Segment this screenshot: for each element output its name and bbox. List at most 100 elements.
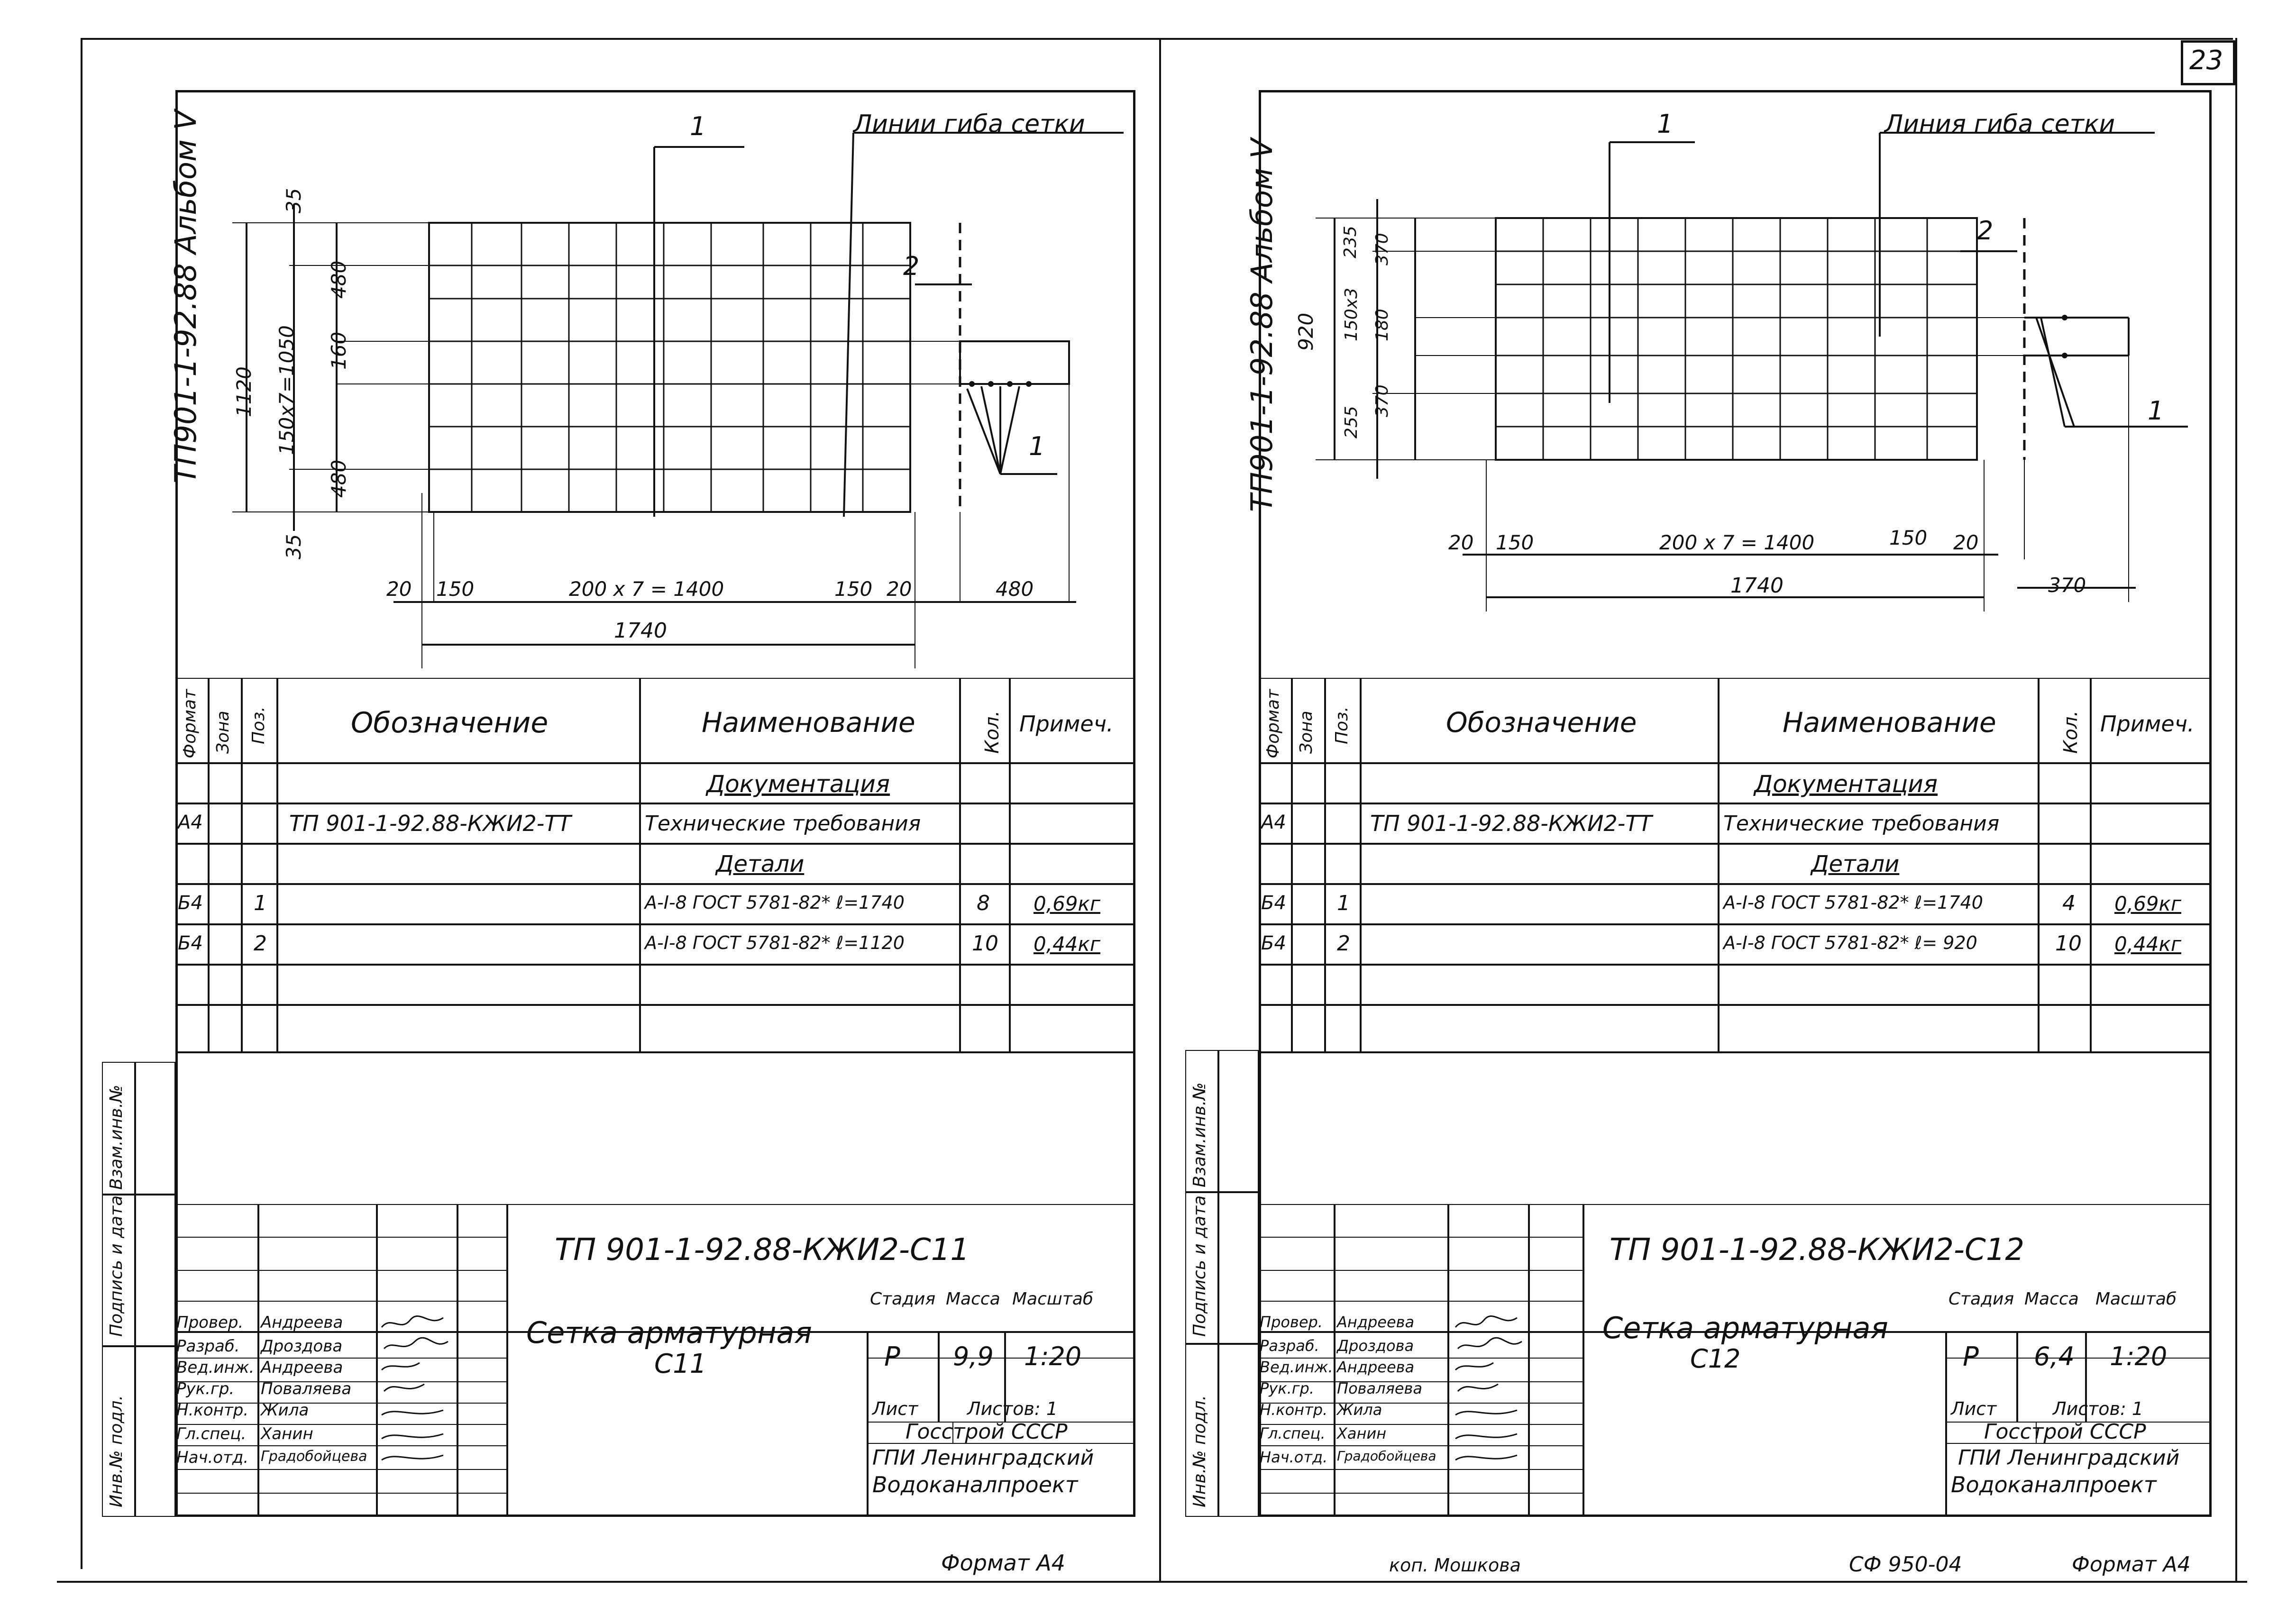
- right-spec-header-designation: Обозначение: [1446, 706, 1637, 739]
- left-spec-row4-fmt: Б4: [178, 932, 203, 954]
- left-spec-row4-note: 0,44кг: [1034, 932, 1100, 956]
- left-spec-header-name: Наименование: [702, 706, 915, 739]
- left-dim-v-480-bottom: 480: [327, 459, 350, 498]
- left-name-4: Жила: [261, 1401, 309, 1420]
- right-sheet-label: Лист: [1951, 1398, 1997, 1419]
- right-spec-row4-fmt: Б4: [1261, 932, 1286, 954]
- right-mass: 6,4: [2034, 1341, 2075, 1371]
- right-dim-h-150-right: 150: [1889, 526, 1928, 549]
- right-role-3: Рук.гр.: [1260, 1379, 1315, 1397]
- right-spec-row3-fmt: Б4: [1261, 892, 1286, 914]
- right-dim-h-1400: 200 x 7 = 1400: [1659, 531, 1815, 554]
- right-role-4: Н.контр.: [1260, 1401, 1328, 1419]
- right-mass-header: Масса: [2024, 1289, 2079, 1309]
- left-dim-h-480: 480: [996, 577, 1034, 601]
- left-stage-header: Стадия: [870, 1289, 936, 1309]
- left-spec-header-format: Формат: [180, 689, 200, 758]
- left-spec-table-grid: [175, 678, 1135, 1053]
- right-spec-row3-name: A-I-8 ГОСТ 5781-82* ℓ=1740: [1723, 892, 1983, 913]
- page-number-box: [2181, 40, 2235, 85]
- right-role-2: Вед.инж.: [1260, 1358, 1333, 1376]
- left-org-line2: ГПИ Ленинградский: [872, 1446, 1094, 1470]
- right-name-6: Градобойцева: [1337, 1448, 1436, 1464]
- right-stamp-replace-inv: Взам.инв.№: [1190, 1082, 1209, 1187]
- right-callout-2: 2: [1977, 216, 1994, 246]
- right-dim-h-1740: 1740: [1730, 574, 1784, 598]
- right-name-1: Дроздова: [1337, 1337, 1414, 1355]
- right-role-1: Разраб.: [1260, 1337, 1319, 1355]
- left-bend-line-label: Линии гиба сетки: [853, 110, 1085, 138]
- left-dim-h-1400: 200 x 7 = 1400: [569, 577, 724, 601]
- right-dim-v-920: 920: [1294, 312, 1317, 351]
- right-spec-header-note: Примеч.: [2100, 711, 2195, 737]
- left-dim-v-35-bottom: 35: [282, 534, 305, 559]
- outer-right-border: [2235, 38, 2237, 1581]
- right-bend-line-label: Линия гиба сетки: [1884, 110, 2115, 138]
- right-spec-row3-note: 0,69кг: [2114, 892, 2181, 915]
- right-spec-row3-qty: 4: [2062, 891, 2076, 915]
- right-callout-1-section: 1: [2148, 396, 2164, 426]
- right-dim-h-20-right: 20: [1953, 531, 1979, 554]
- right-org-line1: Госстрой СССР: [1984, 1420, 2146, 1444]
- left-spec-header-note: Примеч.: [1019, 711, 1114, 737]
- left-name-5: Ханин: [261, 1424, 313, 1443]
- right-spec-table-grid: [1259, 678, 2212, 1053]
- left-scale: 1:20: [1024, 1341, 1082, 1371]
- right-scale-header: Масштаб: [2095, 1289, 2177, 1309]
- right-spec-row0-name: Документация: [1754, 770, 1938, 798]
- right-name-0: Андреева: [1337, 1313, 1415, 1331]
- left-dim-h-20: 20: [386, 577, 412, 601]
- left-dim-v-160: 160: [327, 331, 350, 370]
- left-spec-row1-fmt: А4: [178, 812, 203, 833]
- right-spec-row1-designation: ТП 901-1-92.88-КЖИ2-ТТ: [1370, 811, 1652, 836]
- right-stamp-signature-date: Подпись и дата: [1190, 1195, 1209, 1337]
- right-name-2: Андреева: [1337, 1358, 1415, 1376]
- right-spec-row1-name: Технические требования: [1723, 812, 2000, 836]
- left-mass: 9,9: [953, 1341, 994, 1371]
- right-name-4: Жила: [1337, 1401, 1382, 1419]
- right-stage: Р: [1963, 1341, 1979, 1372]
- left-spec-row4-qty: 10: [972, 931, 998, 956]
- footer-center-code: СФ 950-04: [1849, 1552, 1962, 1577]
- left-spec-header-zone: Зона: [213, 711, 233, 754]
- left-title: Сетка арматурная: [526, 1315, 812, 1350]
- left-org-line3: Водоканалпроект: [872, 1472, 1078, 1497]
- right-spec-header-zone: Зона: [1297, 711, 1316, 754]
- left-callout-2: 2: [903, 251, 920, 281]
- right-title-block-grid: [1259, 1204, 2212, 1517]
- left-side-stamp-grid: [102, 1062, 176, 1517]
- left-role-1: Разраб.: [176, 1337, 240, 1356]
- right-spec-row1-fmt: А4: [1261, 812, 1286, 833]
- left-mass-header: Масса: [946, 1289, 1000, 1309]
- left-role-5: Гл.спец.: [176, 1424, 247, 1443]
- page-number: 23: [2189, 45, 2223, 76]
- right-dim-v-235: 235: [1341, 226, 1360, 258]
- left-spec-header-designation: Обозначение: [351, 706, 549, 739]
- left-scale-header: Масштаб: [1012, 1289, 1094, 1309]
- right-scale: 1:20: [2110, 1341, 2168, 1371]
- left-spec-row1-designation: ТП 901-1-92.88-КЖИ2-ТТ: [289, 811, 571, 836]
- right-side-stamp-grid: [1185, 1050, 1260, 1517]
- left-subtitle: С11: [654, 1349, 707, 1379]
- left-dim-v-480-top: 480: [327, 260, 350, 299]
- left-dim-h-20-right: 20: [887, 577, 912, 601]
- right-mesh-drawing: [1316, 132, 2188, 611]
- left-dim-h-150-left: 150: [436, 577, 475, 601]
- left-mesh-drawing: [232, 132, 1124, 668]
- right-name-3: Поваляева: [1337, 1379, 1422, 1397]
- outer-top-border: [81, 38, 2233, 40]
- left-role-6: Нач.отд.: [176, 1448, 249, 1467]
- right-name-5: Ханин: [1337, 1424, 1387, 1442]
- right-dim-v-150x3: 150x3: [1342, 288, 1361, 341]
- outer-bottom-border: [57, 1581, 2247, 1583]
- left-spec-row1-name: Технические требования: [645, 812, 921, 836]
- left-role-0: Провер.: [176, 1313, 244, 1332]
- footer-right-format: Формат А4: [2072, 1552, 2191, 1577]
- right-role-6: Нач.отд.: [1260, 1448, 1328, 1466]
- right-spec-header-qty: Кол.: [2060, 710, 2082, 754]
- left-spec-row3-note: 0,69кг: [1034, 892, 1100, 915]
- left-sheet-label: Лист: [872, 1398, 918, 1419]
- left-sheets-label: Листов: 1: [967, 1398, 1058, 1419]
- right-stage-header: Стадия: [1948, 1289, 2014, 1309]
